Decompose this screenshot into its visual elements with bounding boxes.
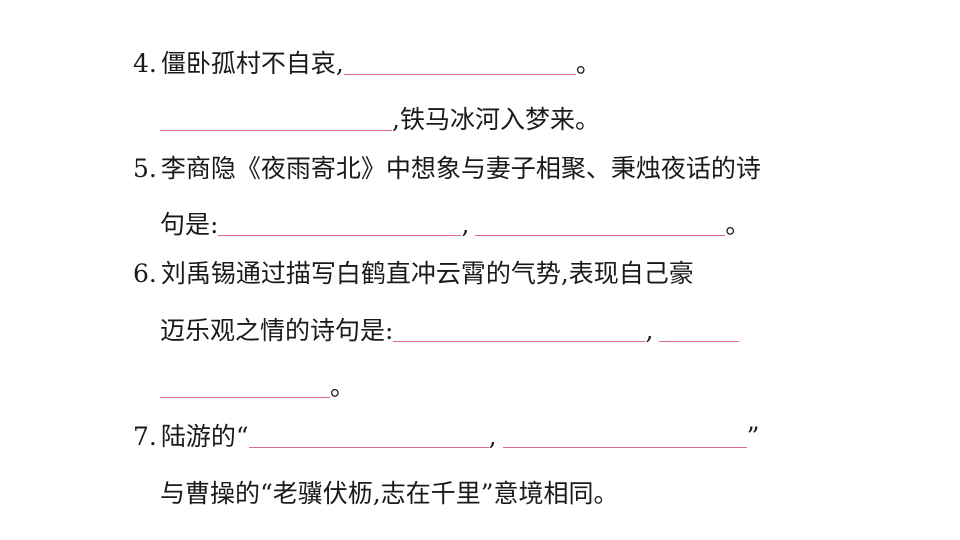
question-6-line-2: 迈乐观之情的诗句是:,: [160, 314, 740, 348]
question-text: 与曹操的“老骥伏枥,志在千里”意境相同。: [160, 479, 619, 508]
question-text: 僵卧孤村不自哀,: [160, 49, 344, 78]
punctuation: 。: [330, 372, 356, 401]
answer-blank[interactable]: [343, 50, 576, 75]
answer-blank[interactable]: [475, 211, 726, 236]
question-5-line-1: 5.李商隐《夜雨寄北》中想象与妻子相聚、秉烛夜话的诗: [133, 152, 761, 186]
question-number: 4.: [133, 49, 157, 78]
question-7-line-2: 与曹操的“老骥伏枥,志在千里”意境相同。: [160, 477, 619, 511]
question-number: 5.: [133, 154, 157, 183]
question-4-line-1: 4.僵卧孤村不自哀, 。: [133, 47, 601, 81]
punctuation: ,: [645, 316, 654, 345]
question-5-line-2: 句是:, 。: [160, 208, 750, 242]
question-text: 刘禹锡通过描写白鹤直冲云霄的气势,表现自己豪: [160, 259, 694, 288]
answer-blank[interactable]: [218, 211, 462, 236]
answer-blank[interactable]: [248, 423, 489, 448]
question-text: 迈乐观之情的诗句是:: [160, 316, 394, 345]
answer-blank[interactable]: [160, 373, 330, 398]
answer-blank[interactable]: [502, 423, 747, 448]
question-6-line-1: 6.刘禹锡通过描写白鹤直冲云霄的气势,表现自己豪: [133, 257, 694, 291]
answer-blank[interactable]: [659, 317, 740, 342]
punctuation: ,: [461, 210, 470, 239]
question-number: 6.: [133, 259, 157, 288]
punctuation: 。: [725, 210, 751, 239]
question-6-line-3: 。: [160, 370, 355, 404]
question-text: 陆游的“: [160, 422, 249, 451]
question-text: 句是:: [160, 210, 219, 239]
punctuation: ”: [746, 422, 760, 451]
punctuation: 。: [575, 49, 601, 78]
question-text: ,铁马冰河入梦来。: [392, 105, 600, 134]
answer-blank[interactable]: [393, 317, 646, 342]
question-4-line-2: ,铁马冰河入梦来。: [160, 103, 600, 137]
punctuation: ,: [488, 422, 497, 451]
answer-blank[interactable]: [160, 106, 392, 131]
question-7-line-1: 7.陆游的“, ”: [133, 420, 759, 454]
question-text: 李商隐《夜雨寄北》中想象与妻子相聚、秉烛夜话的诗: [160, 154, 761, 183]
question-number: 7.: [133, 422, 157, 451]
